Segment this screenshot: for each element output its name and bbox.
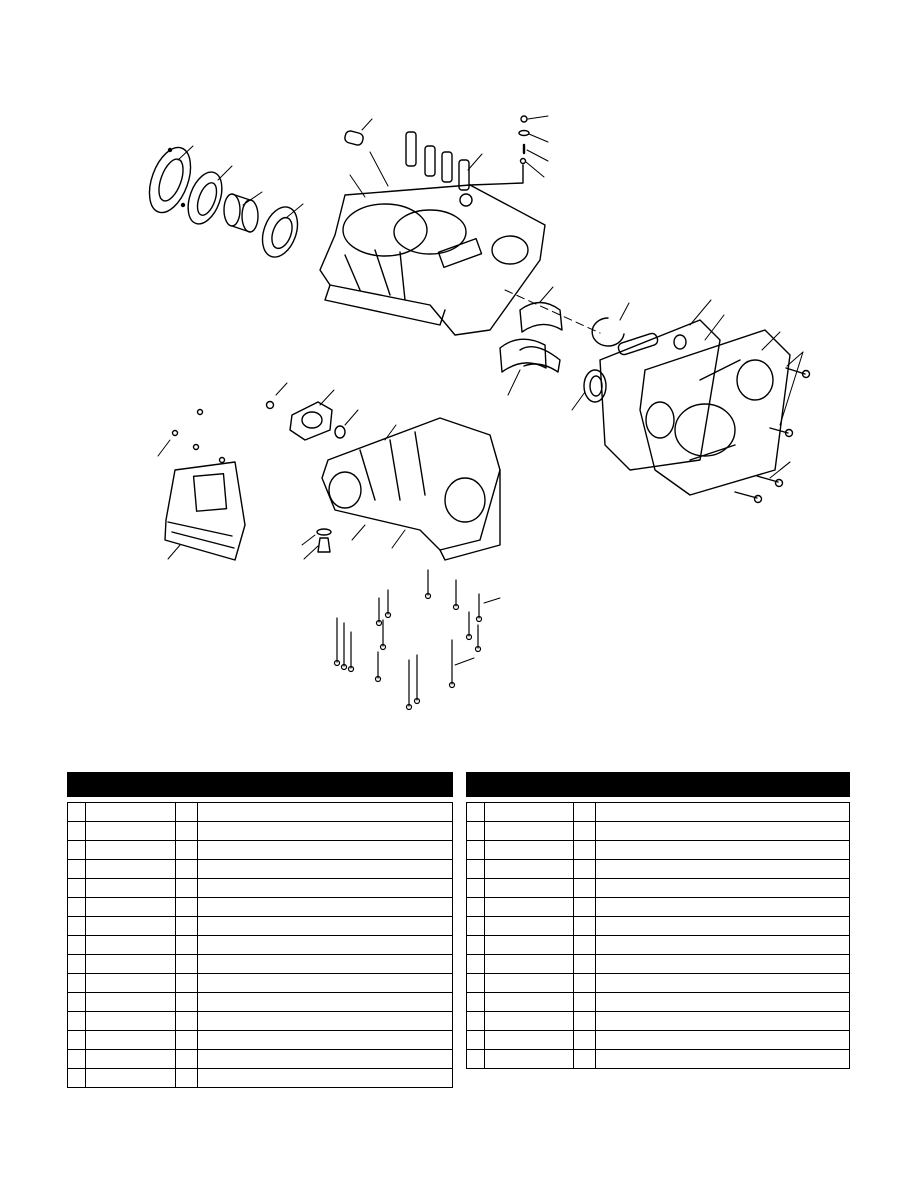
- oil-filter-adapter: [289, 401, 333, 441]
- table-row: [67, 802, 453, 822]
- table-row: [466, 1011, 850, 1031]
- breather-hardware: [469, 115, 530, 186]
- upper-crankcase: [319, 184, 546, 336]
- snap-ring: [591, 317, 625, 347]
- table-row: [466, 935, 850, 955]
- valve-lifters: [405, 131, 470, 191]
- plug-fitting: [265, 400, 275, 410]
- table-row: [466, 840, 850, 860]
- oil-seal-left: [148, 146, 192, 214]
- table-row: [466, 973, 850, 993]
- table-row: [466, 821, 850, 841]
- table-row: [466, 1030, 850, 1050]
- closure-plate: [639, 329, 791, 496]
- parts-table-right: [466, 772, 850, 1069]
- table-header: [67, 772, 453, 797]
- table-row: [67, 935, 453, 955]
- table-row: [67, 878, 453, 898]
- table-row: [466, 802, 850, 822]
- table-row: [67, 897, 453, 917]
- lower-crankcase: [321, 417, 501, 561]
- table-row: [466, 878, 850, 898]
- ball-bearing-left: [187, 171, 223, 225]
- o-ring: [334, 425, 346, 439]
- table-row: [466, 916, 850, 936]
- oil-pan: [164, 461, 246, 561]
- dowel-pin: [344, 130, 364, 146]
- table-row: [67, 859, 453, 879]
- parts-table-left: [67, 772, 453, 1088]
- crankcase-bolts: [333, 569, 483, 711]
- callout-leader-lines: [157, 115, 804, 666]
- shaft-axis-dash: [504, 289, 601, 334]
- exploded-crankcase-diagram: [148, 115, 811, 711]
- table-row: [466, 1049, 850, 1069]
- table-row: [67, 821, 453, 841]
- closure-plate-gasket: [599, 319, 721, 471]
- table-row: [67, 973, 453, 993]
- oil-pan-bolts: [171, 408, 226, 464]
- table-row: [67, 1068, 453, 1088]
- table-row: [466, 954, 850, 974]
- table-row: [466, 859, 850, 879]
- table-row: [67, 916, 453, 936]
- closure-plate-bolts: [734, 367, 811, 504]
- drain-plug: [316, 528, 332, 553]
- main-bearing-shells: [499, 301, 563, 373]
- table-row: [67, 1049, 453, 1069]
- table-row: [67, 1011, 453, 1031]
- table-row: [67, 1030, 453, 1050]
- table-row: [67, 954, 453, 974]
- table-header: [466, 772, 850, 797]
- table-row: [67, 992, 453, 1012]
- bushing-sleeve: [223, 193, 259, 233]
- oil-seal-right: [261, 206, 299, 258]
- table-row: [67, 840, 453, 860]
- table-row: [466, 992, 850, 1012]
- table-row: [466, 897, 850, 917]
